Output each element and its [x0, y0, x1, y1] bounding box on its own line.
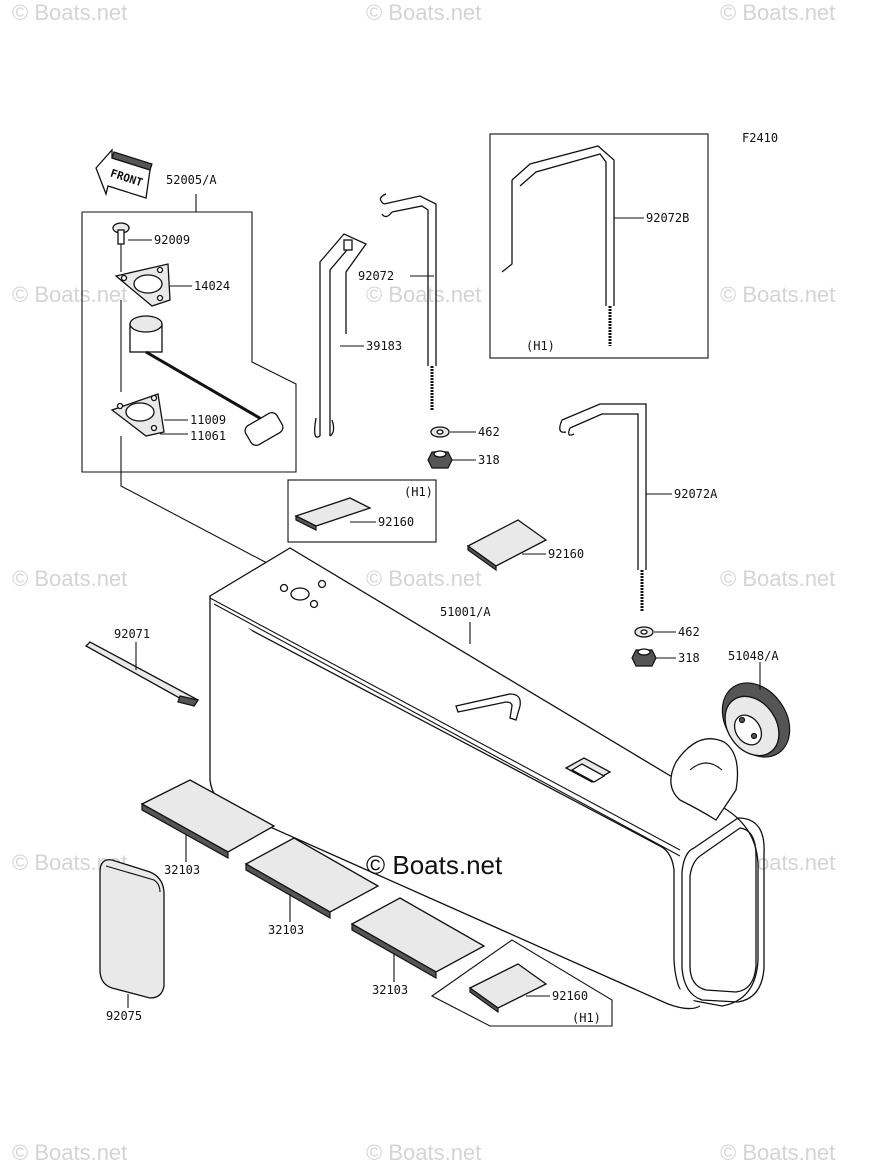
watermark: © Boats.net	[12, 0, 127, 25]
sender-unit-group: 52005/A 92009 14024	[81, 173, 297, 473]
strap-92072-icon	[379, 193, 437, 410]
watermark: © Boats.net	[720, 1140, 835, 1165]
part-label-318-a: 318	[478, 453, 500, 467]
washer-icon	[634, 626, 654, 638]
watermark: © Boats.net	[366, 0, 481, 25]
part-label-32103-a: 32103	[164, 863, 200, 877]
copyright-notice: © Boats.net	[366, 850, 503, 880]
part-label-92072b: 92072B	[646, 211, 689, 225]
watermark: © Boats.net	[366, 566, 481, 591]
mounting-plate-icon	[110, 393, 165, 437]
part-label-92075: 92075	[106, 1009, 142, 1023]
fuel-tank-icon	[209, 547, 765, 1010]
pad-92160-icon	[466, 519, 548, 572]
part-label-462-a: 462	[478, 425, 500, 439]
diagram-code: F2410	[742, 131, 778, 145]
part-label-462-b: 462	[678, 625, 700, 639]
part-label-92071: 92071	[114, 627, 150, 641]
variant-h1: (H1)	[404, 485, 433, 499]
gasket-icon	[114, 263, 171, 307]
watermark-layer: © Boats.net © Boats.net © Boats.net © Bo…	[12, 0, 835, 1165]
part-label-32103-b: 32103	[268, 923, 304, 937]
part-label-92072: 92072	[358, 269, 394, 283]
nut-icon	[631, 648, 657, 667]
part-label-39183: 39183	[366, 339, 402, 353]
pad-92160-box: 92160 (H1)	[430, 939, 613, 1027]
front-arrow-icon: FRONT	[95, 148, 153, 199]
part-label-52005-a: 52005/A	[166, 173, 217, 187]
part-label-32103-c: 32103	[372, 983, 408, 997]
part-label-51001-a: 51001/A	[440, 605, 491, 619]
strip-92071-icon	[84, 641, 199, 707]
pad-32103-icon	[350, 897, 486, 980]
pad-92160-box: (H1) 92160	[287, 479, 437, 543]
fuel-sender-icon	[129, 315, 284, 446]
watermark: © Boats.net	[366, 1140, 481, 1165]
pad-32103-icon	[140, 779, 276, 860]
part-label-92160-b: 92160	[548, 547, 584, 561]
part-label-318-b: 318	[678, 651, 700, 665]
part-label-14024: 14024	[194, 279, 230, 293]
strap-92072a-icon	[559, 403, 647, 612]
watermark: © Boats.net	[12, 566, 127, 591]
part-label-92009: 92009	[154, 233, 190, 247]
bracket-39183-icon	[314, 233, 367, 438]
part-label-92160-a: 92160	[378, 515, 414, 529]
nut-icon	[427, 450, 453, 469]
part-label-92072a: 92072A	[674, 487, 718, 501]
watermark: © Boats.net	[720, 566, 835, 591]
variant-h1: (H1)	[526, 339, 555, 353]
fuel-cap-icon	[721, 682, 791, 758]
pad-92075-icon	[99, 859, 165, 999]
part-label-51048-a: 51048/A	[728, 649, 779, 663]
screw-icon	[112, 222, 130, 245]
pad-32103-icon	[244, 837, 380, 920]
watermark: © Boats.net	[12, 282, 127, 307]
watermark: © Boats.net	[12, 1140, 127, 1165]
strap-92072b-box: 92072B (H1)	[489, 133, 709, 359]
part-label-11061: 11061	[190, 429, 226, 443]
variant-h1: (H1)	[572, 1011, 601, 1025]
part-label-92160-c: 92160	[552, 989, 588, 1003]
watermark: © Boats.net	[720, 0, 835, 25]
watermark: © Boats.net	[720, 282, 835, 307]
washer-icon	[430, 426, 450, 438]
watermark: © Boats.net	[366, 282, 481, 307]
part-label-11009: 11009	[190, 413, 226, 427]
